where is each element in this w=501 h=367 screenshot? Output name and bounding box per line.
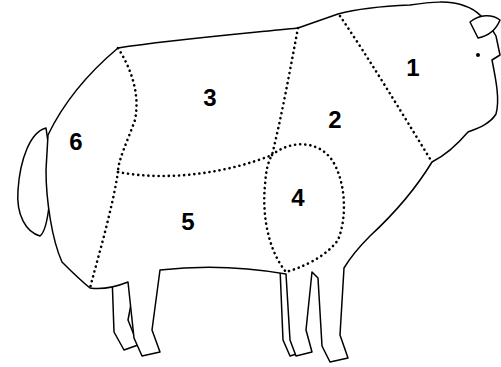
callout-number: 3 — [203, 86, 216, 110]
cut-line — [264, 144, 344, 272]
callout-number: 5 — [181, 210, 194, 234]
cut-line — [118, 48, 136, 172]
sheep-outline — [46, 2, 500, 362]
cut-line — [90, 172, 118, 288]
cut-line — [272, 28, 298, 155]
sheep-ear — [470, 16, 500, 38]
callout-number: 2 — [328, 108, 341, 132]
callout-number: 6 — [69, 130, 82, 154]
sheep-eye — [476, 53, 480, 57]
cut-line — [118, 155, 272, 176]
cut-line — [340, 16, 432, 162]
callout-number: 1 — [406, 56, 419, 80]
callout-number: 4 — [291, 186, 304, 210]
